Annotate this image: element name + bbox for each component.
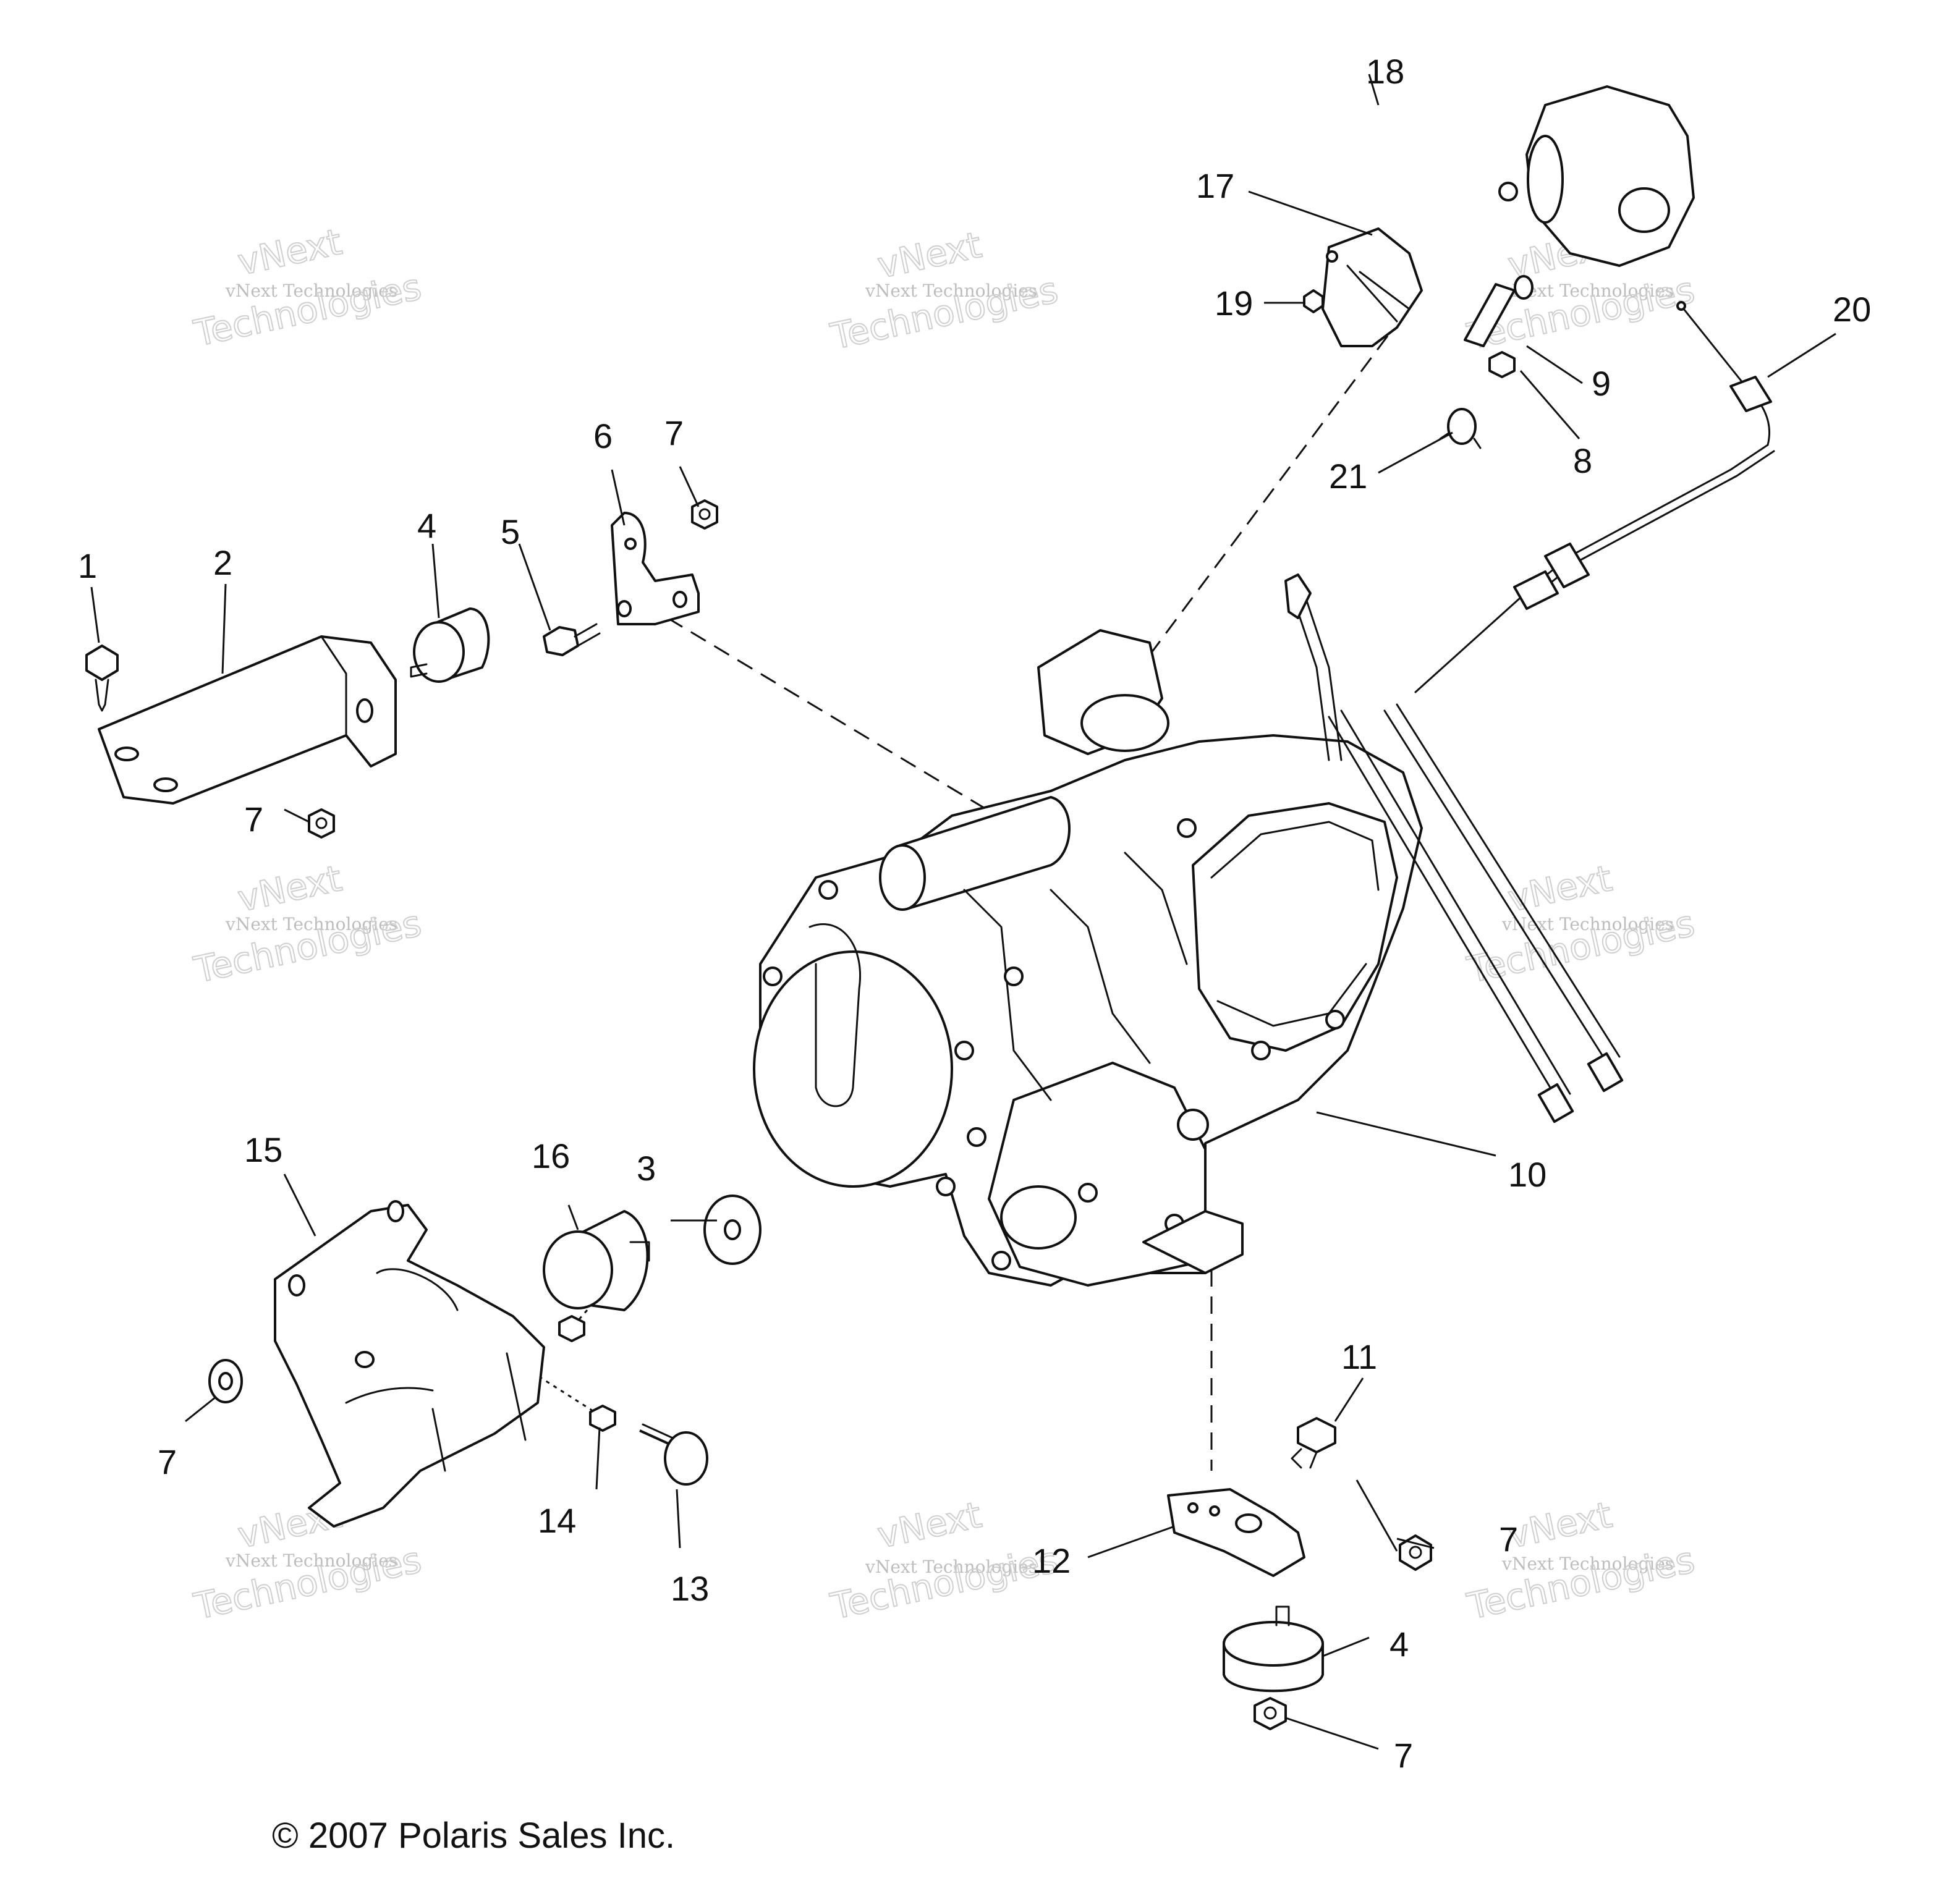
watermark-bottom-left: vNext vNext Technologies Technologies bbox=[190, 1493, 426, 1628]
callout-7-left: 7 bbox=[244, 800, 263, 839]
svg-text:vNext Technologies: vNext Technologies bbox=[225, 1550, 397, 1571]
callout-21: 21 bbox=[1329, 457, 1367, 496]
callout-10: 10 bbox=[1508, 1155, 1546, 1194]
callout-7-right: 7 bbox=[1499, 1520, 1518, 1559]
svg-text:vNext: vNext bbox=[234, 857, 346, 920]
svg-text:vNext Technologies: vNext Technologies bbox=[865, 1557, 1037, 1577]
part-7-nut-e bbox=[1254, 1697, 1287, 1730]
svg-text:vNext: vNext bbox=[874, 1494, 985, 1557]
callout-16: 16 bbox=[532, 1136, 570, 1175]
watermark-mid-right: vNext vNext Technologies Technologies bbox=[1463, 856, 1699, 992]
part-12-bracket bbox=[1167, 1488, 1305, 1577]
part-4-mount-upper bbox=[410, 607, 490, 683]
part-17-bracket bbox=[1322, 227, 1423, 347]
part-3-washer bbox=[703, 1195, 762, 1265]
part-11-bolt bbox=[1291, 1417, 1336, 1469]
part-4-mount-lower bbox=[1223, 1605, 1324, 1693]
callout-2: 2 bbox=[213, 543, 232, 582]
svg-text:Technologies: Technologies bbox=[827, 1539, 1062, 1628]
svg-text:vNext: vNext bbox=[874, 224, 985, 287]
svg-text:vNext Technologies: vNext Technologies bbox=[1501, 1554, 1674, 1574]
assembly-line-nut-14b bbox=[531, 1371, 600, 1416]
svg-text:vNext Technologies: vNext Technologies bbox=[225, 914, 397, 934]
watermark-bottom-right: vNext vNext Technologies Technologies bbox=[1463, 1493, 1699, 1628]
leader-lines bbox=[90, 74, 1836, 1750]
callout-6: 6 bbox=[593, 417, 613, 455]
callout-17: 17 bbox=[1196, 166, 1234, 205]
assembly-line-throttle-body bbox=[1148, 315, 1404, 656]
watermark-mid-left: vNext vNext Technologies Technologies bbox=[190, 856, 426, 992]
watermark-bottom-center: vNext vNext Technologies Technologies bbox=[826, 1493, 1063, 1628]
callout-7-bottom: 7 bbox=[1394, 1736, 1413, 1775]
watermark-top-left: vNext vNext Technologies Technologies bbox=[190, 220, 426, 355]
part-9-spacer bbox=[1464, 275, 1534, 347]
part-7-nut-c bbox=[208, 1359, 243, 1403]
watermark-top-center: vNext vNext Technologies Technologies bbox=[826, 223, 1063, 358]
callout-14: 14 bbox=[538, 1501, 576, 1540]
svg-text:vNext Technologies: vNext Technologies bbox=[1501, 914, 1674, 934]
callout-4-upper: 4 bbox=[417, 506, 436, 545]
part-15-bracket bbox=[274, 1200, 545, 1528]
part-20-cable bbox=[1414, 301, 1775, 693]
svg-text:vNext Technologies: vNext Technologies bbox=[865, 281, 1037, 301]
callout-12: 12 bbox=[1032, 1541, 1071, 1580]
callout-7-top: 7 bbox=[664, 413, 684, 452]
part-18-throttle-body bbox=[1498, 85, 1695, 267]
part-5-bolt bbox=[543, 623, 601, 656]
callout-15: 15 bbox=[244, 1130, 282, 1169]
part-1-bolt bbox=[85, 645, 119, 712]
callout-11: 11 bbox=[1341, 1337, 1377, 1376]
svg-text:vNext: vNext bbox=[1504, 857, 1616, 920]
callout-5: 5 bbox=[501, 512, 520, 551]
part-2-bracket bbox=[98, 635, 397, 805]
part-7-nut-d bbox=[1399, 1534, 1432, 1571]
svg-text:Technologies: Technologies bbox=[190, 266, 425, 355]
callout-20: 20 bbox=[1833, 290, 1871, 329]
part-21-fitting bbox=[1439, 408, 1482, 449]
callout-13: 13 bbox=[671, 1569, 709, 1608]
part-16-mount bbox=[543, 1210, 650, 1311]
callout-1: 1 bbox=[78, 546, 97, 585]
part-8-nut bbox=[1488, 351, 1516, 378]
part-13-bumper bbox=[639, 1423, 708, 1486]
callout-9: 9 bbox=[1592, 364, 1611, 403]
engine-assembly bbox=[753, 573, 1624, 1287]
callout-18: 18 bbox=[1366, 52, 1404, 91]
part-14-nut-b bbox=[589, 1405, 616, 1432]
part-19-screw bbox=[1303, 289, 1324, 313]
copyright-notice: © 2007 Polaris Sales Inc. bbox=[272, 1816, 675, 1856]
part-14-nut-a bbox=[558, 1315, 585, 1342]
callout-7-bottom-left: 7 bbox=[158, 1442, 177, 1481]
svg-text:vNext: vNext bbox=[234, 221, 346, 284]
svg-text:vNext Technologies: vNext Technologies bbox=[225, 281, 397, 301]
part-7-nut-a bbox=[691, 499, 718, 530]
part-6-bracket bbox=[611, 512, 700, 625]
callout-3: 3 bbox=[637, 1149, 656, 1188]
callout-4-lower: 4 bbox=[1389, 1625, 1409, 1664]
svg-text:vNext: vNext bbox=[1504, 1494, 1616, 1557]
callout-19: 19 bbox=[1215, 284, 1253, 323]
part-7-nut-b bbox=[308, 808, 335, 839]
callout-8: 8 bbox=[1573, 441, 1592, 480]
assembly-line-mount-6 bbox=[667, 617, 1039, 842]
